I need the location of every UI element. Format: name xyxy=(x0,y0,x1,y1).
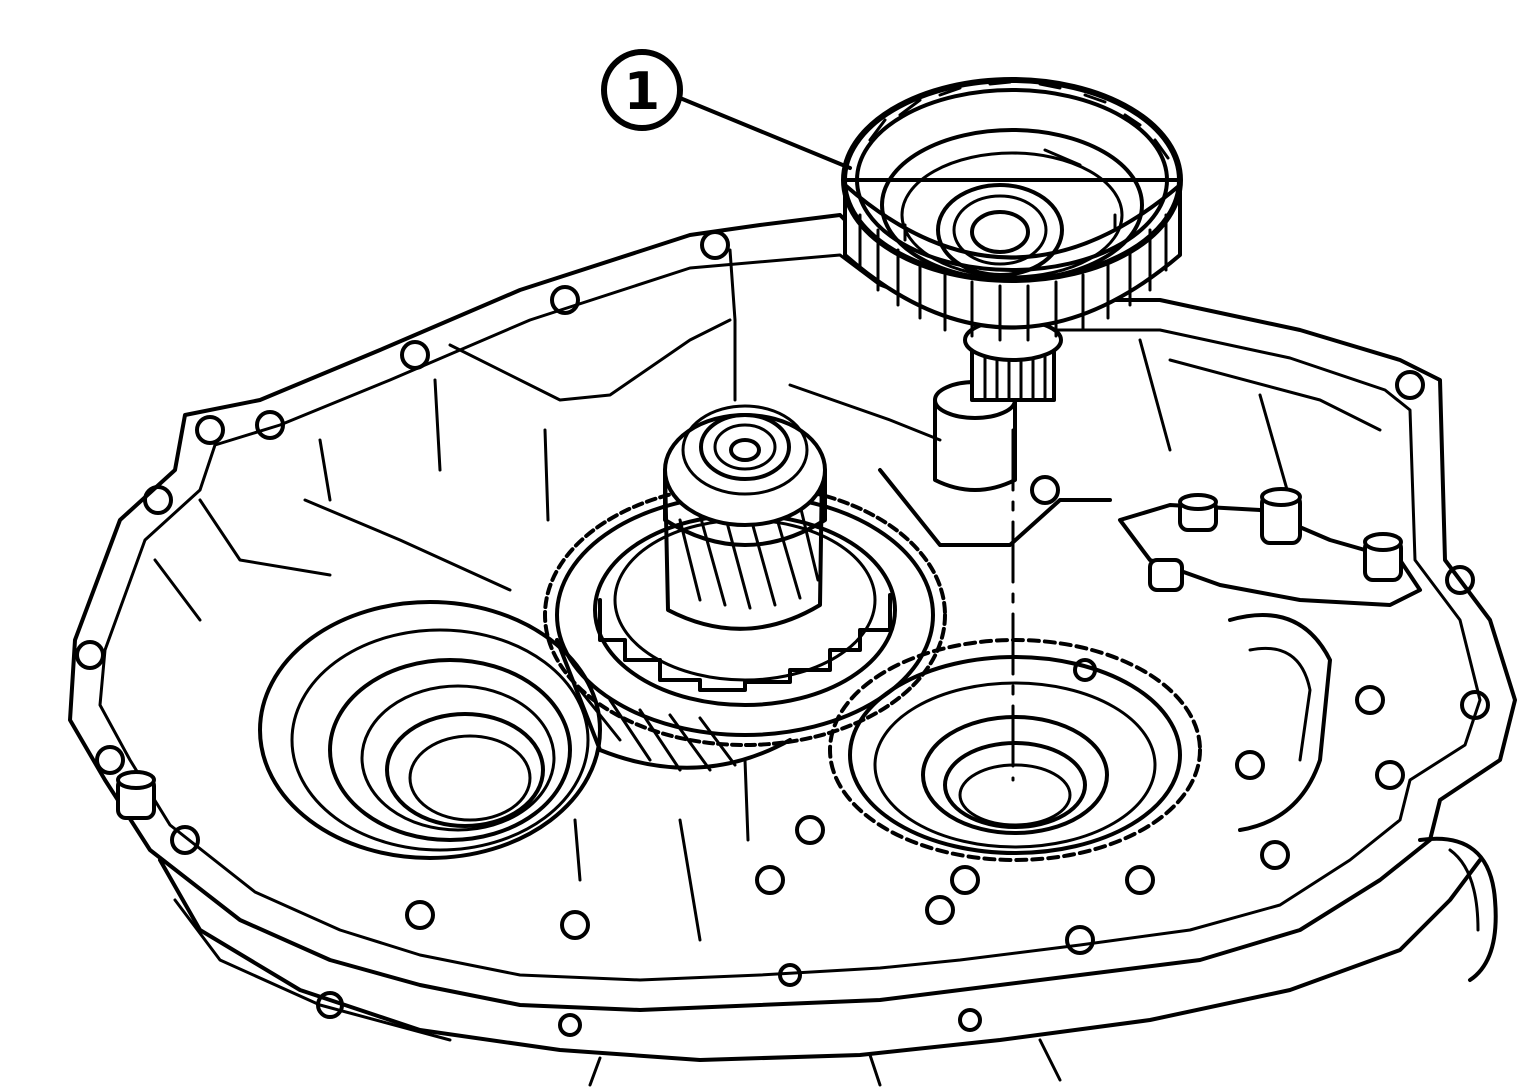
lower-right-gear xyxy=(828,638,1202,862)
differential-bore xyxy=(258,600,602,860)
callout-1-leader xyxy=(678,96,852,170)
mainshaft-gear-cluster xyxy=(543,404,947,772)
gear-drum-assembly xyxy=(841,77,1183,782)
callout-1-circle xyxy=(601,49,683,131)
callout-1: 1 xyxy=(601,49,852,170)
transmission-case xyxy=(68,213,1517,1087)
bolt-holes xyxy=(75,230,1490,1037)
callout-1-label: 1 xyxy=(624,62,660,122)
